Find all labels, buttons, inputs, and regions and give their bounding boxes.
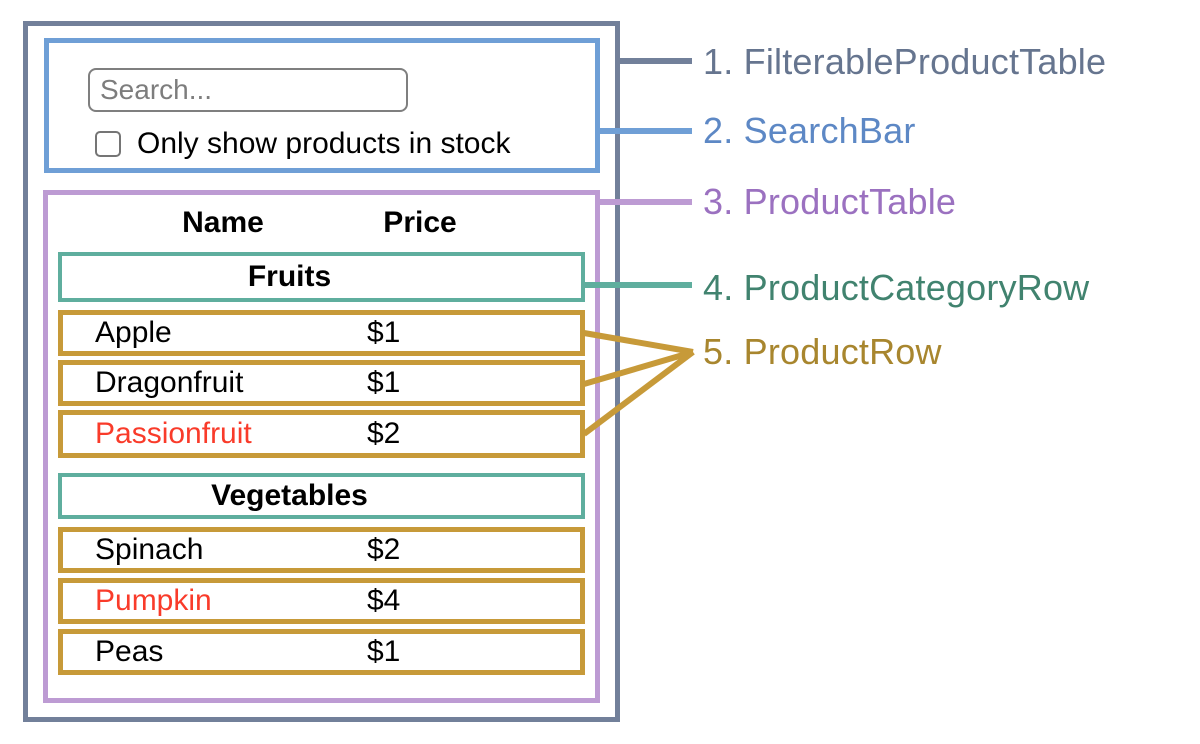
in-stock-checkbox-label: Only show products in stock: [137, 127, 511, 160]
label-filterable-product-table: 1. FilterableProductTable: [703, 41, 1107, 82]
product-name-out-of-stock: Pumpkin: [95, 584, 212, 617]
product-row-peas: Peas $1: [58, 629, 585, 675]
product-name-out-of-stock: Passionfruit: [95, 417, 252, 450]
product-name: Peas: [95, 635, 164, 668]
product-name: Apple: [95, 316, 172, 349]
column-header-name: Name: [182, 206, 264, 239]
product-price: $2: [367, 533, 401, 566]
label-product-row: 5. ProductRow: [703, 331, 942, 372]
product-price: $1: [367, 366, 401, 399]
label-search-bar: 2. SearchBar: [703, 110, 916, 151]
product-name: Spinach: [95, 533, 204, 566]
product-price: $2: [367, 417, 401, 450]
product-row-pumpkin: Pumpkin $4: [58, 578, 585, 624]
product-price: $1: [367, 635, 401, 668]
product-row-apple: Apple $1: [58, 310, 585, 356]
product-row-passionfruit: Passionfruit $2: [58, 410, 585, 458]
category-row-fruits: Fruits: [58, 252, 585, 302]
in-stock-checkbox[interactable]: [95, 131, 121, 157]
label-product-table: 3. ProductTable: [703, 181, 957, 222]
product-price: $4: [367, 584, 401, 617]
product-row-spinach: Spinach $2: [58, 527, 585, 573]
column-header-price: Price: [383, 206, 457, 239]
product-name: Dragonfruit: [95, 366, 244, 399]
label-product-category-row: 4. ProductCategoryRow: [703, 267, 1090, 308]
category-row-vegetables: Vegetables: [58, 473, 585, 519]
product-row-dragonfruit: Dragonfruit $1: [58, 360, 585, 406]
search-input[interactable]: [88, 68, 408, 112]
product-price: $1: [367, 316, 401, 349]
